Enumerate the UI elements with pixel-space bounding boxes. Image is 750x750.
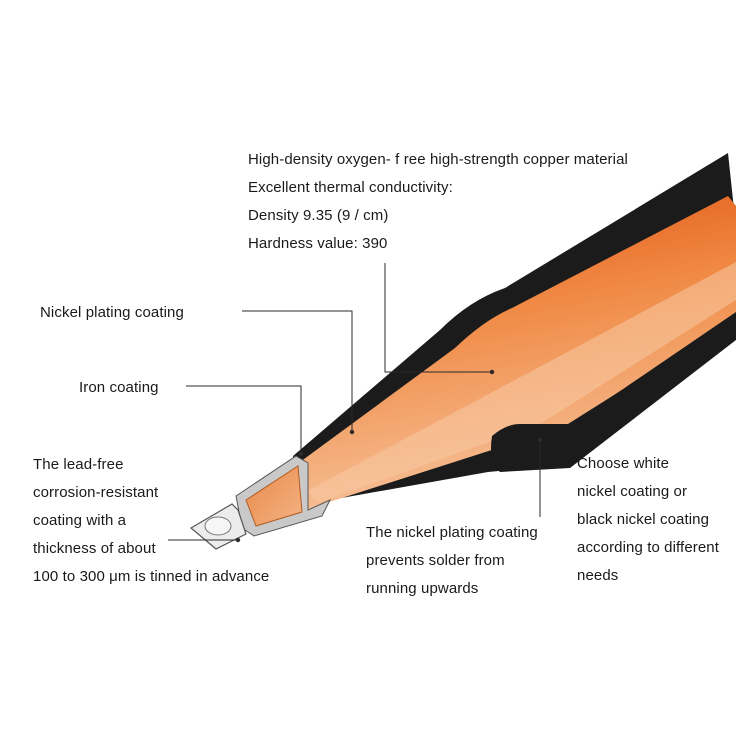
copper-label-line-4: Hardness value: 390 (248, 230, 628, 258)
iron-label-text: Iron coating (79, 374, 159, 402)
solder-prevention-label: The nickel plating coating prevents sold… (366, 519, 538, 603)
copper-label-line-1: High-density oxygen- f ree high-strength… (248, 146, 628, 174)
iron-coating-label: Iron coating (79, 374, 159, 402)
nickel-plating-label: Nickel plating coating (40, 299, 184, 327)
copper-material-label: High-density oxygen- f ree high-strength… (248, 146, 628, 258)
solder-label-line-3: running upwards (366, 575, 538, 603)
leader-iron (186, 386, 301, 454)
choose-label-line-4: according to different (577, 534, 719, 562)
solder-label-line-2: prevents solder from (366, 547, 538, 575)
leadfree-label-line-2: corrosion-resistant (33, 479, 269, 507)
dot-nickel (350, 430, 354, 434)
dot-copper (490, 370, 494, 374)
leader-nickel (242, 311, 352, 432)
choose-label-line-5: needs (577, 562, 719, 590)
leadfree-label-line-4: thickness of about (33, 535, 269, 563)
copper-label-line-3: Density 9.35 (9 / cm) (248, 202, 628, 230)
leadfree-label-line-5: 100 to 300 μm is tinned in advance (33, 563, 269, 591)
coating-choice-label: Choose white nickel coating or black nic… (577, 450, 719, 590)
leadfree-label-line-1: The lead-free (33, 451, 269, 479)
choose-label-line-1: Choose white (577, 450, 719, 478)
dot-solder (538, 438, 542, 442)
copper-label-line-2: Excellent thermal conductivity: (248, 174, 628, 202)
solder-label-line-1: The nickel plating coating (366, 519, 538, 547)
choose-label-line-2: nickel coating or (577, 478, 719, 506)
choose-label-line-3: black nickel coating (577, 506, 719, 534)
leadfree-label-line-3: coating with a (33, 507, 269, 535)
lead-free-coating-label: The lead-free corrosion-resistant coatin… (33, 451, 269, 591)
nickel-label-text: Nickel plating coating (40, 299, 184, 327)
dot-iron (299, 452, 303, 456)
